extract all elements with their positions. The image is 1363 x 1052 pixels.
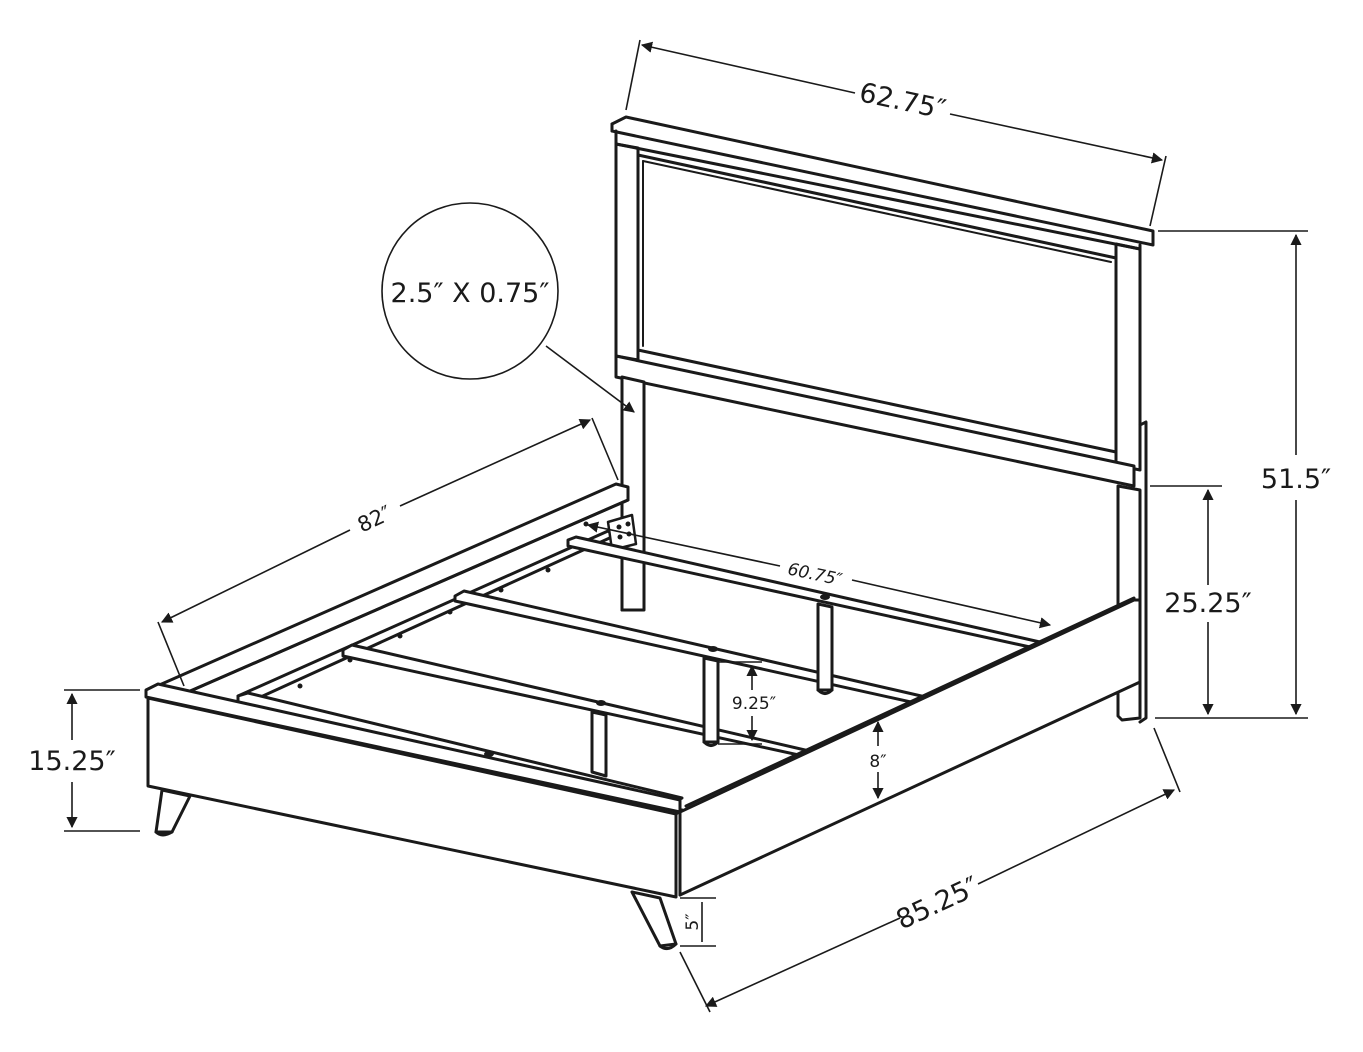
dimension-lines <box>64 39 1308 1013</box>
rail-holes <box>297 521 589 689</box>
dim-headboard-width <box>625 39 1167 227</box>
dim-total-length <box>679 727 1181 1013</box>
right-side-rail <box>678 596 1142 897</box>
dim-leg-height <box>680 897 716 947</box>
dim-total-height <box>1155 230 1308 719</box>
headboard <box>610 115 1155 724</box>
dim-rail-length <box>157 417 619 687</box>
headboard-right-post <box>1114 242 1142 472</box>
bed-drawing <box>144 115 1155 951</box>
dim-footboard-height <box>64 689 140 832</box>
callout-leader <box>545 345 635 413</box>
slat-support-legs <box>590 602 834 778</box>
left-side-rail <box>146 482 630 702</box>
cross-section-callout <box>381 202 559 380</box>
label-slat-clearance: 9.25″ <box>732 694 776 714</box>
footboard-front <box>146 696 678 899</box>
footboard-top <box>144 682 682 814</box>
label-rail-height: 8″ <box>869 752 886 772</box>
footboard <box>144 682 684 951</box>
footboard-left-leg <box>154 788 192 834</box>
dim-inner-width <box>586 521 1052 629</box>
label-total-height: 51.5″ <box>1261 464 1331 495</box>
footboard-right-leg <box>630 890 678 948</box>
headboard-left-post <box>614 142 640 362</box>
label-total-length: 85.25″ <box>892 871 984 936</box>
label-leg-height: 5″ <box>683 913 703 930</box>
headboard-panel <box>636 153 1118 454</box>
label-side-height: 25.25″ <box>1164 588 1251 619</box>
label-headboard-width: 62.75″ <box>857 77 949 125</box>
dim-side-height <box>1150 485 1222 716</box>
label-rail-length: 82″ <box>354 501 396 537</box>
label-footboard-height: 15.25″ <box>28 746 115 777</box>
headboard-lower-rail <box>614 354 1136 488</box>
label-post-cross-section: 2.5″ X 0.75″ <box>391 278 550 309</box>
dim-slat-clearance <box>718 661 762 745</box>
